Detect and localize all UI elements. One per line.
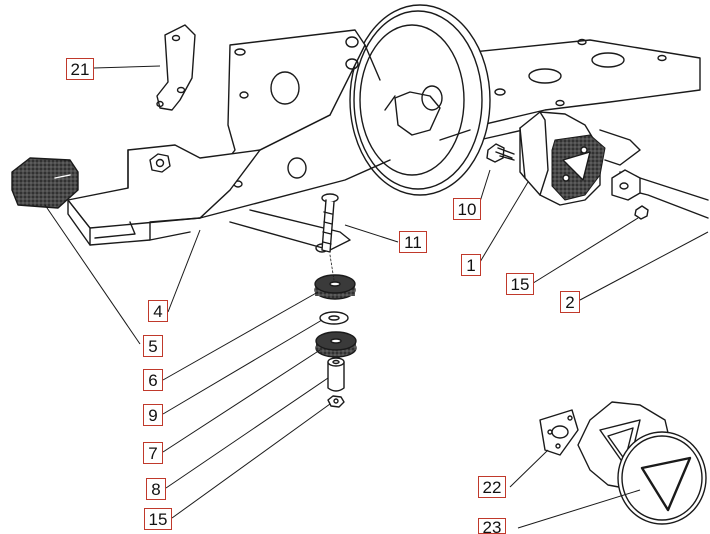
rubber-bush-upper (314, 274, 356, 300)
frame-bracket (199, 29, 391, 219)
rubber-block (11, 157, 79, 209)
hex-nut (149, 153, 171, 173)
callout-10: 10 (453, 198, 481, 220)
leader-22 (509, 449, 549, 488)
callout-23: 23 (478, 518, 506, 534)
leader-21 (93, 65, 161, 69)
callout-5: 5 (143, 335, 163, 357)
cover-23 (617, 431, 707, 525)
small-bracket (156, 24, 196, 111)
callout-4: 4 (148, 300, 168, 322)
leader-4 (167, 229, 201, 313)
shaft (611, 169, 709, 220)
axis-line (329, 254, 335, 281)
leader-11 (344, 224, 399, 243)
leader-23 (517, 489, 641, 529)
leader-7 (162, 349, 321, 453)
leader-2 (579, 231, 709, 301)
leader-8 (165, 377, 329, 489)
leader-1 (479, 181, 529, 263)
callout-7: 7 (143, 442, 163, 464)
leader-15a (529, 217, 639, 286)
callout-22: 22 (478, 476, 506, 498)
channel-beam (67, 144, 351, 253)
mount-housing (519, 111, 641, 206)
bolt-10 (486, 143, 515, 163)
spacer-sleeve (327, 357, 345, 392)
callout-8: 8 (146, 478, 166, 500)
callout-1: 1 (461, 254, 481, 276)
callout-15-lower: 15 (144, 508, 172, 530)
callout-21: 21 (66, 58, 94, 80)
callout-6: 6 (143, 369, 163, 391)
leader-6 (162, 291, 319, 381)
leader-15b (171, 403, 331, 519)
washer (319, 311, 349, 325)
callout-11: 11 (399, 231, 427, 253)
drum-disk (349, 4, 491, 196)
gasket-22 (539, 409, 579, 456)
small-nut (327, 395, 345, 408)
callout-2: 2 (560, 291, 580, 313)
leader-5 (44, 204, 141, 345)
callout-15-upper: 15 (506, 273, 534, 295)
rubber-bush-lower (315, 331, 357, 358)
leader-9 (162, 319, 323, 415)
callout-9: 9 (143, 404, 163, 426)
bolt-11 (321, 193, 339, 253)
